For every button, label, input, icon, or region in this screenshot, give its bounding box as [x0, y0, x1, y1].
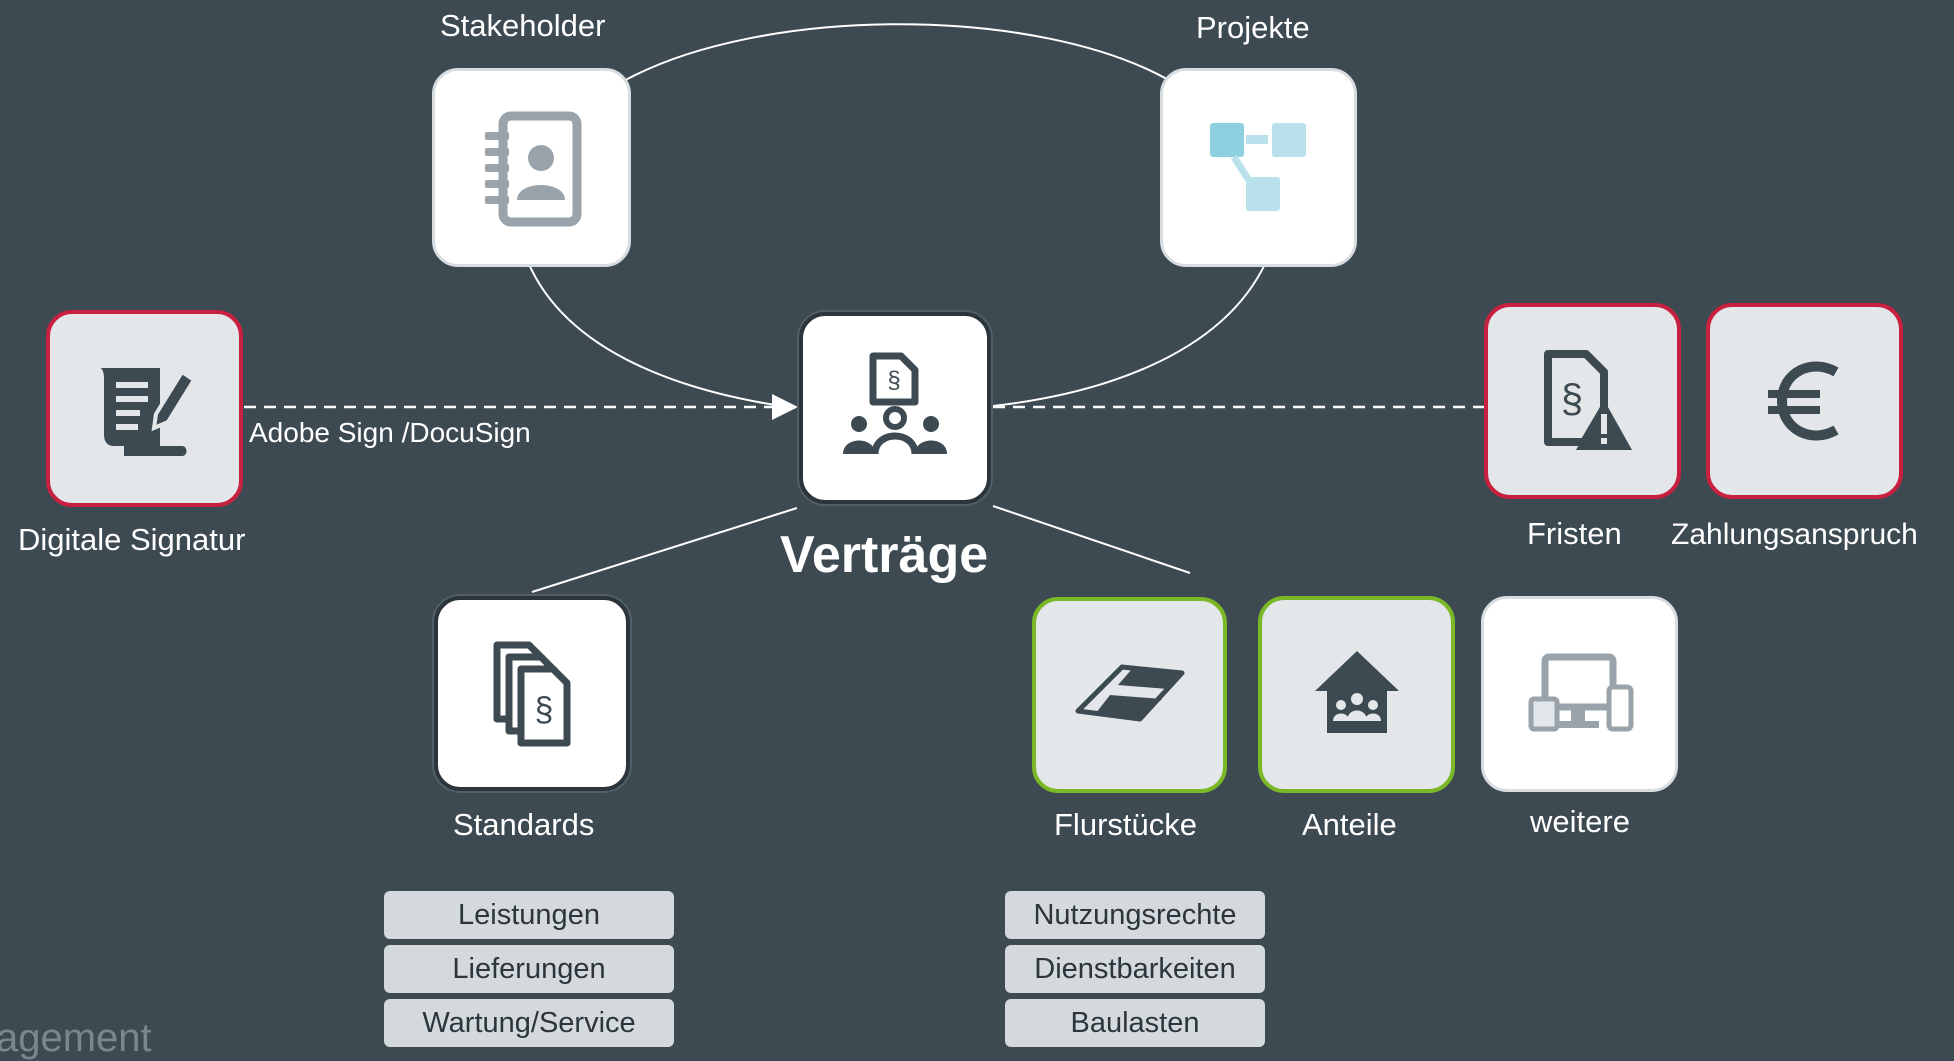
stakeholder-center-arc: [527, 261, 796, 409]
house-people-icon: [1314, 650, 1399, 733]
signatur-node[interactable]: [46, 310, 243, 507]
vertraege-center-node[interactable]: §: [799, 312, 991, 504]
projekte-center-arc: [992, 261, 1267, 407]
zahlung-node[interactable]: [1706, 303, 1903, 499]
anteile-label: Anteile: [1302, 807, 1397, 842]
zahlung-label: Zahlungsanspruch: [1671, 518, 1918, 551]
euro-icon: [1767, 361, 1839, 441]
center-flurstuecke-line: [992, 505, 1191, 574]
stakeholder-node[interactable]: [432, 68, 631, 267]
center-standards-line: [531, 507, 798, 593]
signatur-edge-label: Adobe Sign /DocuSign: [249, 417, 531, 448]
flurstuecke-node[interactable]: [1032, 597, 1227, 793]
flurstuecke-tag: Dienstbarkeiten: [1005, 945, 1265, 993]
contract-people-icon: §: [843, 352, 947, 455]
stakeholder-projekte-arc: [621, 23, 1173, 83]
svg-text:§: §: [887, 367, 900, 394]
signatur-label: Digitale Signatur: [18, 522, 246, 557]
flurstuecke-tag: Nutzungsrechte: [1005, 891, 1265, 939]
standards-tag: Wartung/Service: [384, 999, 674, 1047]
fristen-node[interactable]: §: [1484, 303, 1681, 499]
signatur-arrowhead: [772, 394, 798, 420]
weitere-node[interactable]: [1481, 596, 1678, 792]
weitere-label: weitere: [1530, 804, 1630, 839]
vertraege-title: Verträge: [780, 526, 989, 584]
standards-tag: Leistungen: [384, 891, 674, 939]
anteile-node[interactable]: [1258, 596, 1455, 793]
svg-text:§: §: [535, 691, 554, 729]
document-warning-icon: §: [1543, 350, 1632, 450]
svg-text:§: §: [1560, 377, 1582, 421]
contact-book-icon: [484, 111, 581, 226]
signed-document-icon: [99, 367, 197, 456]
document-stack-icon: §: [493, 641, 571, 746]
standards-node[interactable]: §: [434, 596, 630, 791]
projekte-label: Projekte: [1196, 10, 1310, 45]
cut-off-title-text: agement: [0, 1016, 152, 1060]
flurstuecke-tag: Baulasten: [1005, 999, 1265, 1047]
projekte-node[interactable]: [1160, 68, 1357, 267]
flurstuecke-label: Flurstücke: [1054, 807, 1197, 842]
devices-icon: [1528, 653, 1633, 732]
fristen-label: Fristen: [1527, 516, 1622, 551]
stakeholder-label: Stakeholder: [440, 8, 606, 43]
land-parcel-icon: [1075, 664, 1184, 722]
standards-tag: Lieferungen: [384, 945, 674, 993]
project-structure-icon: [1209, 122, 1306, 211]
standards-label: Standards: [453, 807, 595, 842]
